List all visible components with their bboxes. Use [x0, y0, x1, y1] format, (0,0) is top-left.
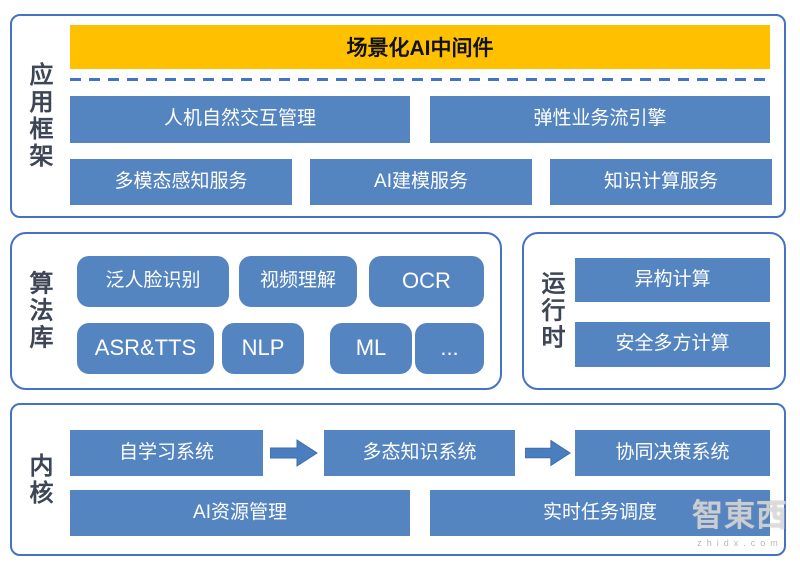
box-collaborative-decision-system: 协同决策系统	[575, 430, 770, 476]
box-multimodal-perception-service: 多模态感知服务	[70, 159, 292, 205]
box-video-understanding: 视频理解	[239, 256, 357, 307]
box-polymorphic-knowledge-system: 多态知识系统	[324, 430, 515, 476]
box-ml: ML	[330, 323, 412, 374]
flow-arrow-icon	[270, 439, 318, 467]
box-nlp: NLP	[222, 323, 304, 374]
box-ai-resource-management: AI资源管理	[70, 490, 410, 536]
box-ai-modeling-service: AI建模服务	[310, 159, 532, 205]
box-heterogeneous-computing: 异构计算	[575, 258, 770, 302]
box-ocr: OCR	[369, 256, 484, 307]
box-face-recognition: 泛人脸识别	[77, 256, 229, 307]
box-asr-tts: ASR&TTS	[77, 323, 214, 374]
box-more-algorithms: ...	[415, 323, 484, 374]
box-scenario-ai-middleware: 场景化AI中间件	[70, 25, 770, 69]
box-secure-multiparty-computing: 安全多方计算	[575, 322, 770, 367]
section-label-algorithm-library: 算法库	[25, 270, 52, 352]
section-label-kernel: 内核	[25, 452, 52, 507]
box-knowledge-computing-service: 知识计算服务	[550, 159, 772, 205]
section-kernel: 内核 自学习系统 多态知识系统 协同决策系统 AI资源管理 实时任务调度	[10, 403, 786, 556]
dashed-divider	[70, 78, 770, 81]
box-elastic-workflow-engine: 弹性业务流引擎	[430, 96, 770, 143]
flow-arrow-icon	[525, 439, 571, 467]
box-self-learning-system: 自学习系统	[70, 430, 263, 476]
box-realtime-task-scheduling: 实时任务调度	[430, 490, 770, 536]
section-label-app-framework: 应用框架	[25, 62, 52, 170]
section-label-runtime: 运行时	[537, 270, 564, 352]
section-app-framework: 应用框架 场景化AI中间件 人机自然交互管理 弹性业务流引擎 多模态感知服务 A…	[10, 14, 786, 218]
section-runtime: 运行时 异构计算 安全多方计算	[522, 232, 786, 390]
box-human-machine-interaction: 人机自然交互管理	[70, 96, 410, 143]
section-algorithm-library: 算法库 泛人脸识别 视频理解 OCR ASR&TTS NLP ML ...	[10, 232, 502, 390]
